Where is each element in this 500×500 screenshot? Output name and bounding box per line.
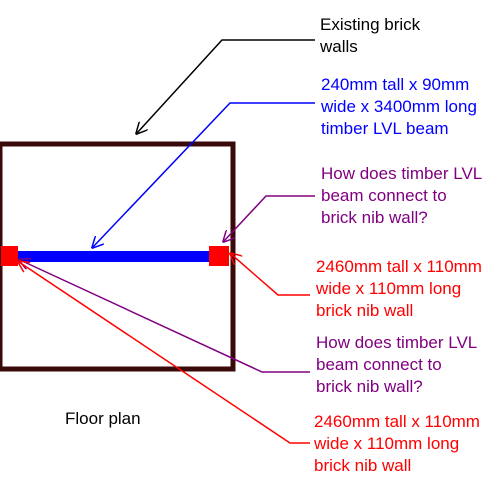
label-connection-question-right: How does timber LVL beam connect to bric…: [321, 164, 483, 227]
label-existing-brick-walls: Existing brick walls: [320, 15, 421, 56]
leader-question-right: [224, 195, 315, 241]
label-floor-plan: Floor plan: [65, 409, 141, 428]
label-beam-spec: 240mm tall x 90mm wide x 3400mm long tim…: [321, 75, 477, 138]
leader-beam-spec: [93, 102, 315, 247]
label-nib-wall-spec-left: 2460mm tall x 110mm wide x 110mm long br…: [314, 412, 480, 475]
leader-question-left: [20, 260, 310, 373]
leader-nib-right: [231, 254, 310, 296]
timber-lvl-beam: [3, 251, 228, 262]
label-connection-question-left: How does timber LVL beam connect to bric…: [316, 333, 478, 396]
brick-nib-wall-right: [209, 246, 229, 266]
label-nib-wall-spec-right: 2460mm tall x 110mm wide x 110mm long br…: [316, 257, 482, 320]
leader-existing-walls: [137, 39, 315, 133]
leader-nib-left: [19, 262, 310, 444]
brick-nib-wall-left: [1, 246, 18, 266]
